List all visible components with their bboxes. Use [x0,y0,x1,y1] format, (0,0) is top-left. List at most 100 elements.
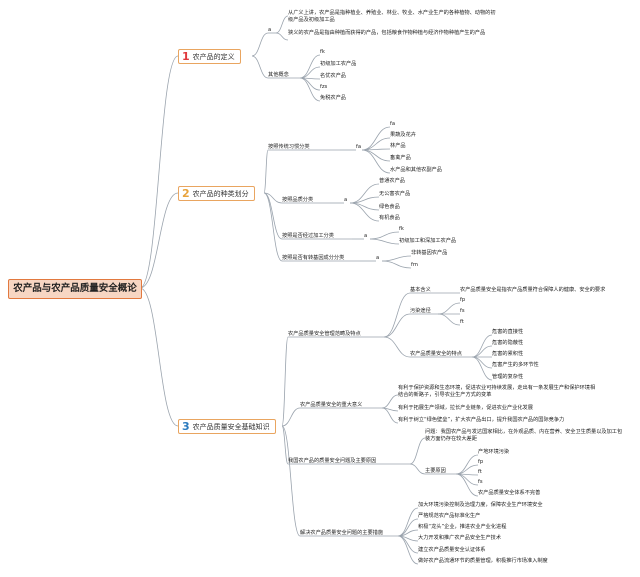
node-key[interactable]: a [344,197,348,203]
node-problem-statement[interactable]: 问题：我国农产品与发达国家相比，在外观品质、内在营养、安全卫生质量以及加工包装方… [425,429,623,442]
node-item[interactable]: fa [390,121,396,127]
connector [139,287,179,427]
connector [361,149,391,162]
connector [263,192,283,204]
node-cause-item[interactable]: 产地环境污染 [478,449,510,455]
node-significance[interactable]: 农产品质量安全的重大意义 [300,402,363,408]
connector [383,313,411,338]
node-measures[interactable]: 解决农产品质量安全问题的主要措施 [300,530,384,536]
node-traditional-classification[interactable]: 按照传统习惯分类 [268,144,310,150]
node-measure-item[interactable]: 建立农产品质量安全认证体系 [418,547,486,553]
topic-number-1: 1 [182,50,190,63]
node-significance-item[interactable]: 有利于拓展生产领域，拉长产业链条，促进农业产业化发展 [398,405,533,411]
node-item[interactable]: fm [411,262,418,268]
node-item[interactable]: fp [460,297,466,303]
node-measure-item[interactable]: 严格规范农产品标准化生产 [418,513,481,519]
connector [251,55,269,79]
node-item[interactable]: 危害产生的多环节性 [492,362,539,368]
node-processing-classification[interactable]: 按照是否经过加工分类 [282,233,334,239]
node-key[interactable]: fa [356,144,362,150]
node-other-item[interactable]: fzs [320,84,328,90]
node-measure-item[interactable]: 大力开发和推广农产品安全生产技术 [418,535,502,541]
node-measure-item[interactable]: 做好农产品流通环节的质量管理，积极推行市场准入制度 [418,558,548,564]
node-cause-item[interactable]: fs [478,479,483,485]
connector [275,32,289,41]
node-item[interactable]: 普通农产品 [379,178,405,184]
node-narrow-definition[interactable]: 狭义的农产品是指由种植而获得的产品，包括粮食作物种植与经济作物种植产生的产品 [288,30,486,36]
topic-label: 农产品质量安全基础知识 [192,423,270,431]
node-significance-item[interactable]: 有利于保护资源和生态环境，促进农业可持续发展，走出有一条发展生产和保护环境相结合… [398,385,596,398]
connector [455,473,479,486]
connector [437,313,461,326]
node-significance-item[interactable]: 有利于树立“绿色壁垒”，扩大农产品出口，提升我国农产品的国际竞争力 [398,417,565,423]
node-other-item[interactable]: 名优农产品 [320,73,346,79]
node-item[interactable]: 危害的累积性 [492,351,524,357]
node-problems-causes[interactable]: 我国农产品的质量安全问题及主要原因 [288,458,377,464]
connector [437,302,461,315]
connector [471,356,493,381]
node-quality-classification[interactable]: 按照品质分类 [282,197,314,203]
node-item[interactable]: 管理的复杂性 [492,374,524,380]
node-basic-meaning[interactable]: 基本含义 [410,287,431,293]
node-key[interactable]: a [376,255,380,261]
node-item[interactable]: 林产品 [390,143,406,149]
node-main-causes[interactable]: 主要原因 [425,468,446,474]
connector [381,407,399,424]
connector [383,336,411,358]
connector [471,334,493,358]
topic-number-3: 3 [182,420,190,433]
connector [251,32,269,57]
node-cause-item[interactable]: ft [478,469,482,475]
node-a[interactable]: a [268,27,272,33]
connector [397,507,419,537]
node-item[interactable]: 初级加工和深加工农产品 [399,238,457,244]
node-item[interactable]: fk [399,226,404,232]
node-item[interactable]: 绿色食品 [379,204,400,210]
connector [281,336,289,427]
node-other-item[interactable]: fk [320,49,325,55]
connector [381,260,412,269]
node-key[interactable]: a [364,233,368,239]
node-measure-item[interactable]: 积极“龙头”企业，推进农业产业化进程 [418,524,507,530]
node-measure-item[interactable]: 加大环境污染控制及治理力度，保障农业生产环境安全 [418,502,543,508]
root-topic[interactable]: 农产品与农产品质量安全概论 [8,279,142,299]
connector [455,454,479,475]
connector [275,15,289,34]
node-broad-definition[interactable]: 从广义上讲，农产品是指种植业、养殖业、林业、牧业、水产业生产的各种植物、动物的初… [288,10,496,23]
node-cause-item[interactable]: 农产品质量安全体系不完善 [478,490,541,496]
node-item[interactable]: 危害的隐蔽性 [492,340,524,346]
connector [369,238,400,245]
node-item[interactable]: 果蔬及花卉 [390,132,416,138]
node-item[interactable]: ft [460,319,464,325]
connector [349,202,380,222]
node-item[interactable]: 水产品和其他农副产品 [390,167,442,173]
node-item[interactable]: 危害的直接性 [492,329,524,335]
node-other-concepts[interactable]: 其他概念 [268,72,289,78]
topic-label: 农产品的种类划分 [192,190,249,198]
node-item[interactable]: 有机食品 [379,215,400,221]
node-pollution-routes[interactable]: 污染途径 [410,308,431,314]
connector [471,356,493,369]
node-item[interactable]: 无公害农产品 [379,191,411,197]
connector [409,463,426,475]
connector [263,149,269,194]
connector [361,137,391,151]
node-cause-item[interactable]: fp [478,459,484,465]
connector [361,126,391,151]
node-safety-characteristics[interactable]: 农产品质量安全的特点 [410,351,462,357]
node-other-item[interactable]: 免税农产品 [320,95,346,101]
connector [299,54,321,79]
node-gmo-classification[interactable]: 按照是否有转基因成分分类 [282,255,345,261]
node-item[interactable]: 畜禽产品 [390,155,411,161]
connector [139,192,179,289]
node-management-scope[interactable]: 农产品质量安全管理范畴及特点 [288,331,361,337]
node-other-item[interactable]: 初级加工农产品 [320,61,357,67]
node-item[interactable]: 非转基因农产品 [411,250,448,256]
node-item[interactable]: fs [460,308,465,314]
connector [381,255,412,262]
node-basic-meaning-text[interactable]: 农产品质量安全是指农产品质量符合保障人的健康、安全的要求 [460,287,606,293]
